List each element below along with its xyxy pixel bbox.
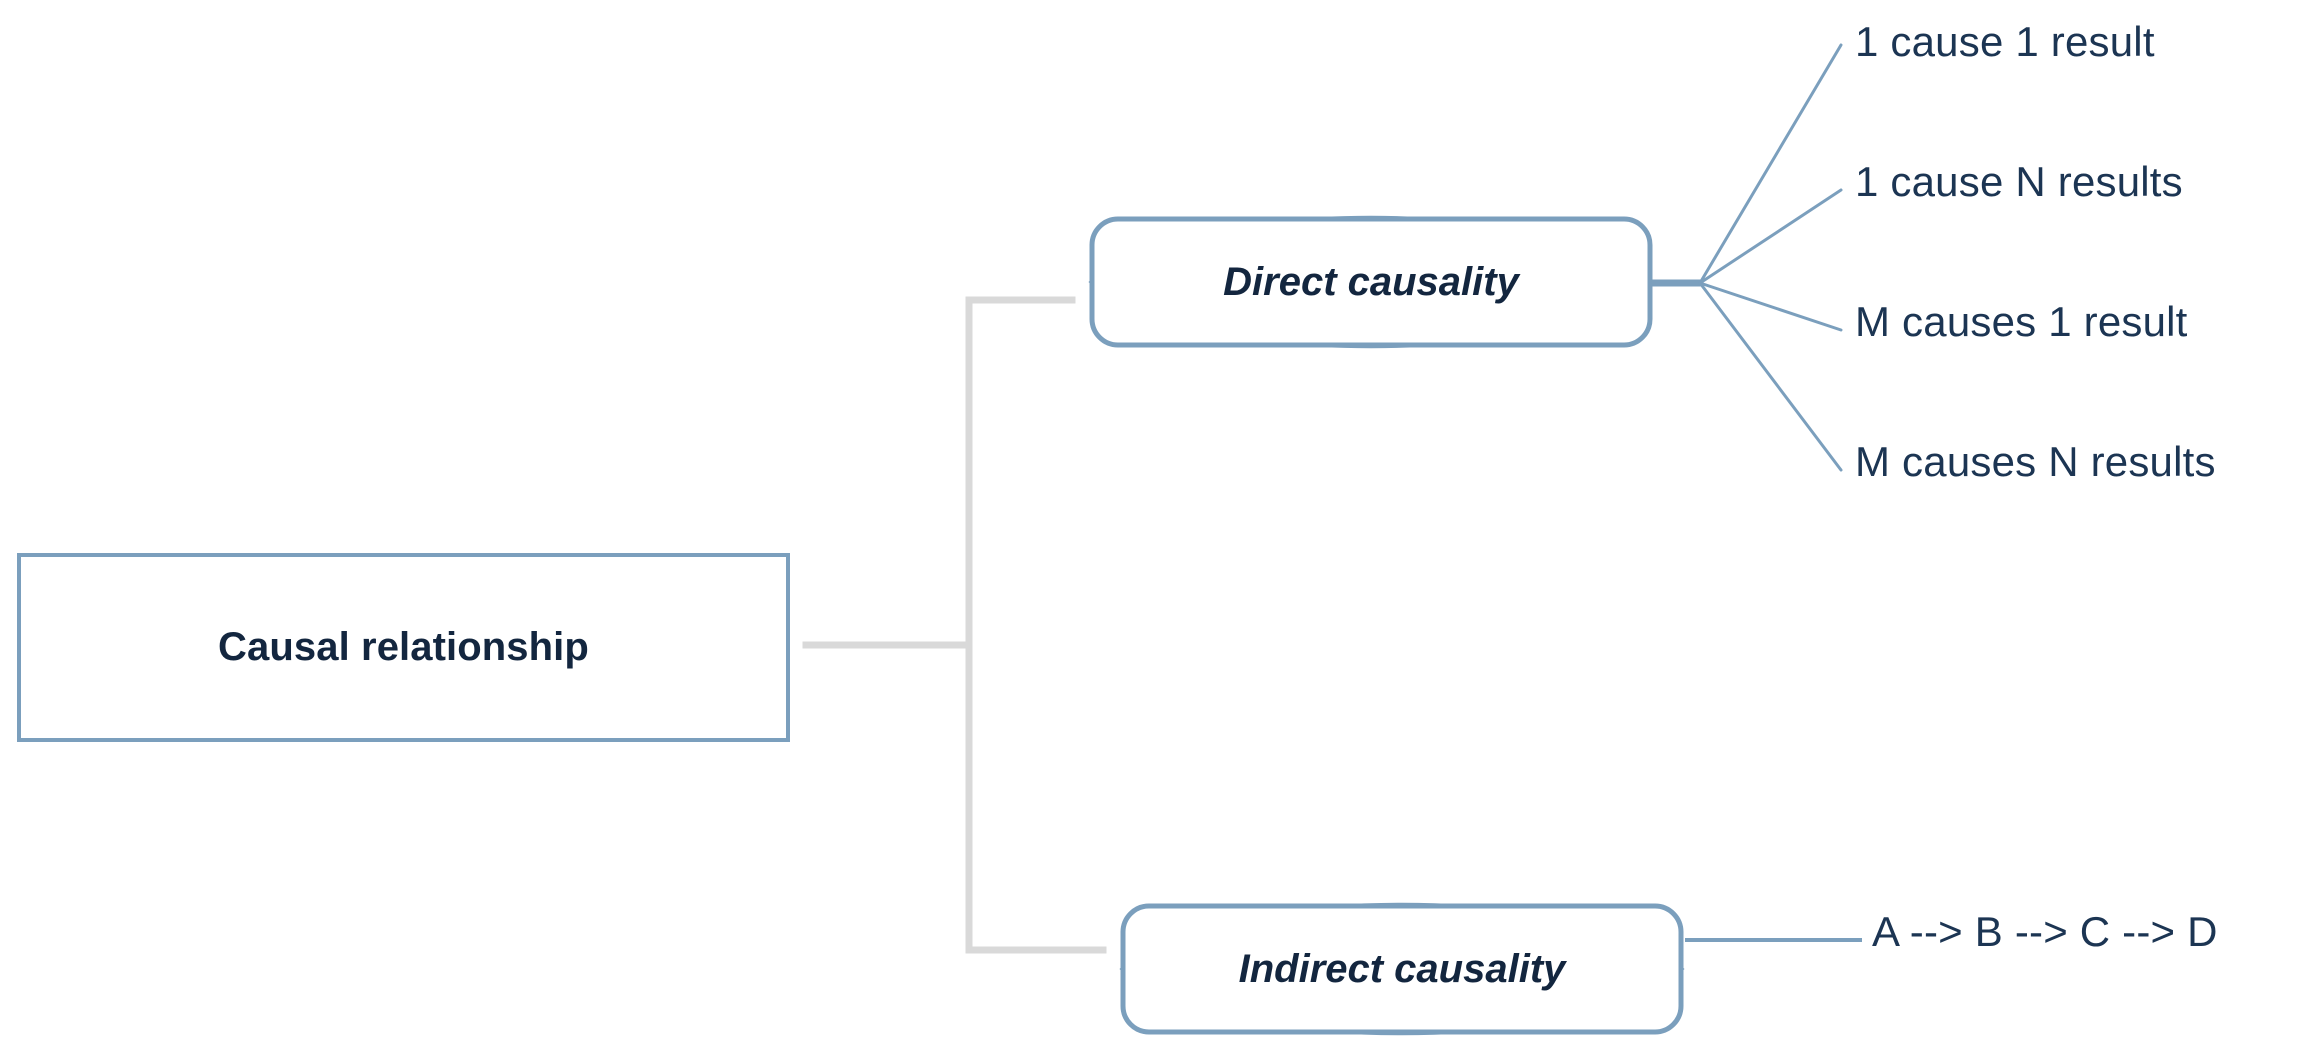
edge-direct-leaf-1 xyxy=(1698,43,1843,285)
leaf-label-direct-4: M causes N results xyxy=(1855,438,2216,485)
branch-node-direct-causality-label: Direct causality xyxy=(1223,259,1519,304)
root-node-label: Causal relationship xyxy=(218,625,589,669)
leaf-label-indirect-1: A --> B --> C --> D xyxy=(1872,908,2218,955)
indirect-node-shape xyxy=(1119,902,1685,1036)
leaf-label-direct-3: M causes 1 result xyxy=(1855,298,2188,345)
direct-node-shape xyxy=(1088,215,1654,349)
leaf-label-direct-1: 1 cause 1 result xyxy=(1855,18,2155,65)
trunk-connectors xyxy=(802,296,1107,954)
edge-direct-leaf-3 xyxy=(1698,281,1843,332)
root-node[interactable]: Causal relationship xyxy=(17,553,790,742)
branch-node-indirect-causality-label: Indirect causality xyxy=(1238,946,1566,991)
direct-fan-connectors xyxy=(1648,43,1843,472)
leaf-label-direct-2: 1 cause N results xyxy=(1855,158,2183,205)
branch-node-direct-causality[interactable]: Direct causality xyxy=(1086,203,1656,361)
edge-direct-leaf-2 xyxy=(1698,188,1843,285)
edge-direct-leaf-4 xyxy=(1698,281,1843,472)
branch-node-indirect-causality[interactable]: Indirect causality xyxy=(1117,890,1687,1048)
